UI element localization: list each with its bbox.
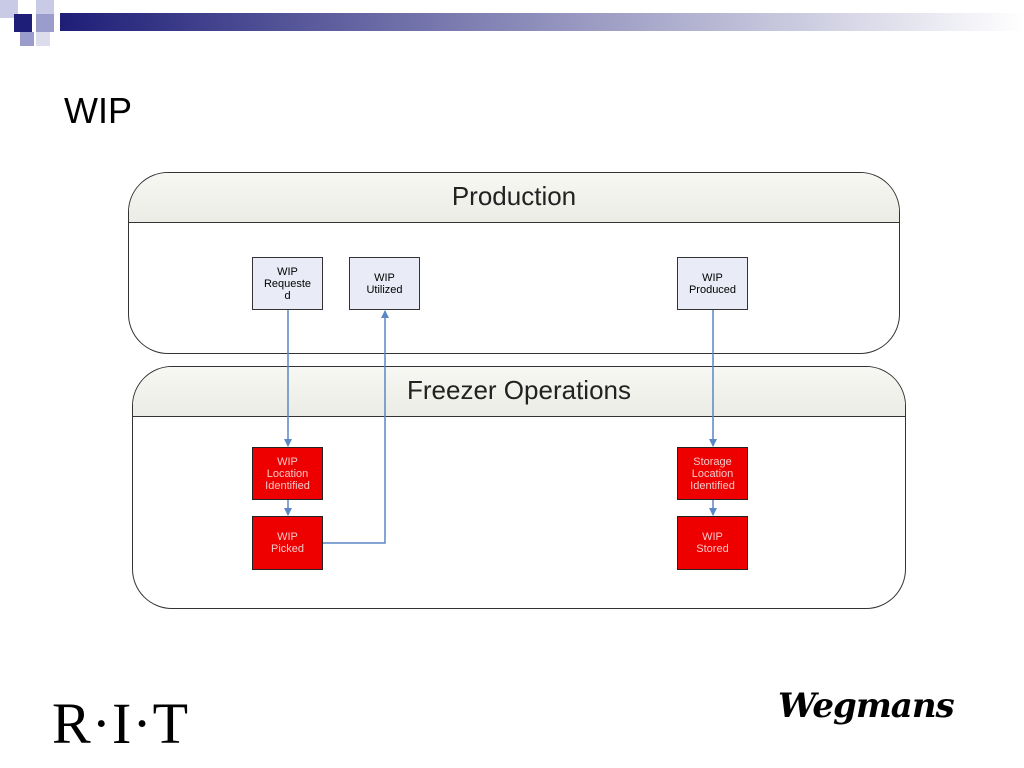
deco-square	[18, 0, 36, 18]
rit-logo: R·I·T	[52, 691, 190, 756]
production-lane: Production	[128, 172, 900, 354]
header-gradient-bar	[60, 13, 1024, 31]
deco-square	[20, 32, 34, 46]
wip-requested-box: WIP Requeste d	[252, 257, 323, 310]
wip-utilized-box: WIP Utilized	[349, 257, 420, 310]
freezer-operations-lane: Freezer Operations	[132, 366, 906, 609]
deco-square	[0, 0, 18, 18]
wip-location-identified-box: WIP Location Identified	[252, 447, 323, 500]
deco-square	[36, 0, 54, 18]
deco-square	[36, 14, 54, 32]
storage-location-identified-box: Storage Location Identified	[677, 447, 748, 500]
slide-title: WIP	[64, 90, 132, 131]
freezer-operations-lane-title: Freezer Operations	[133, 367, 905, 417]
deco-square	[36, 32, 50, 46]
production-lane-title: Production	[129, 173, 899, 223]
wip-stored-box: WIP Stored	[677, 516, 748, 570]
wip-produced-box: WIP Produced	[677, 257, 748, 310]
wegmans-logo: Wegmans	[778, 686, 955, 726]
deco-square	[14, 14, 32, 32]
header-decoration	[0, 0, 1024, 46]
wip-picked-box: WIP Picked	[252, 516, 323, 570]
